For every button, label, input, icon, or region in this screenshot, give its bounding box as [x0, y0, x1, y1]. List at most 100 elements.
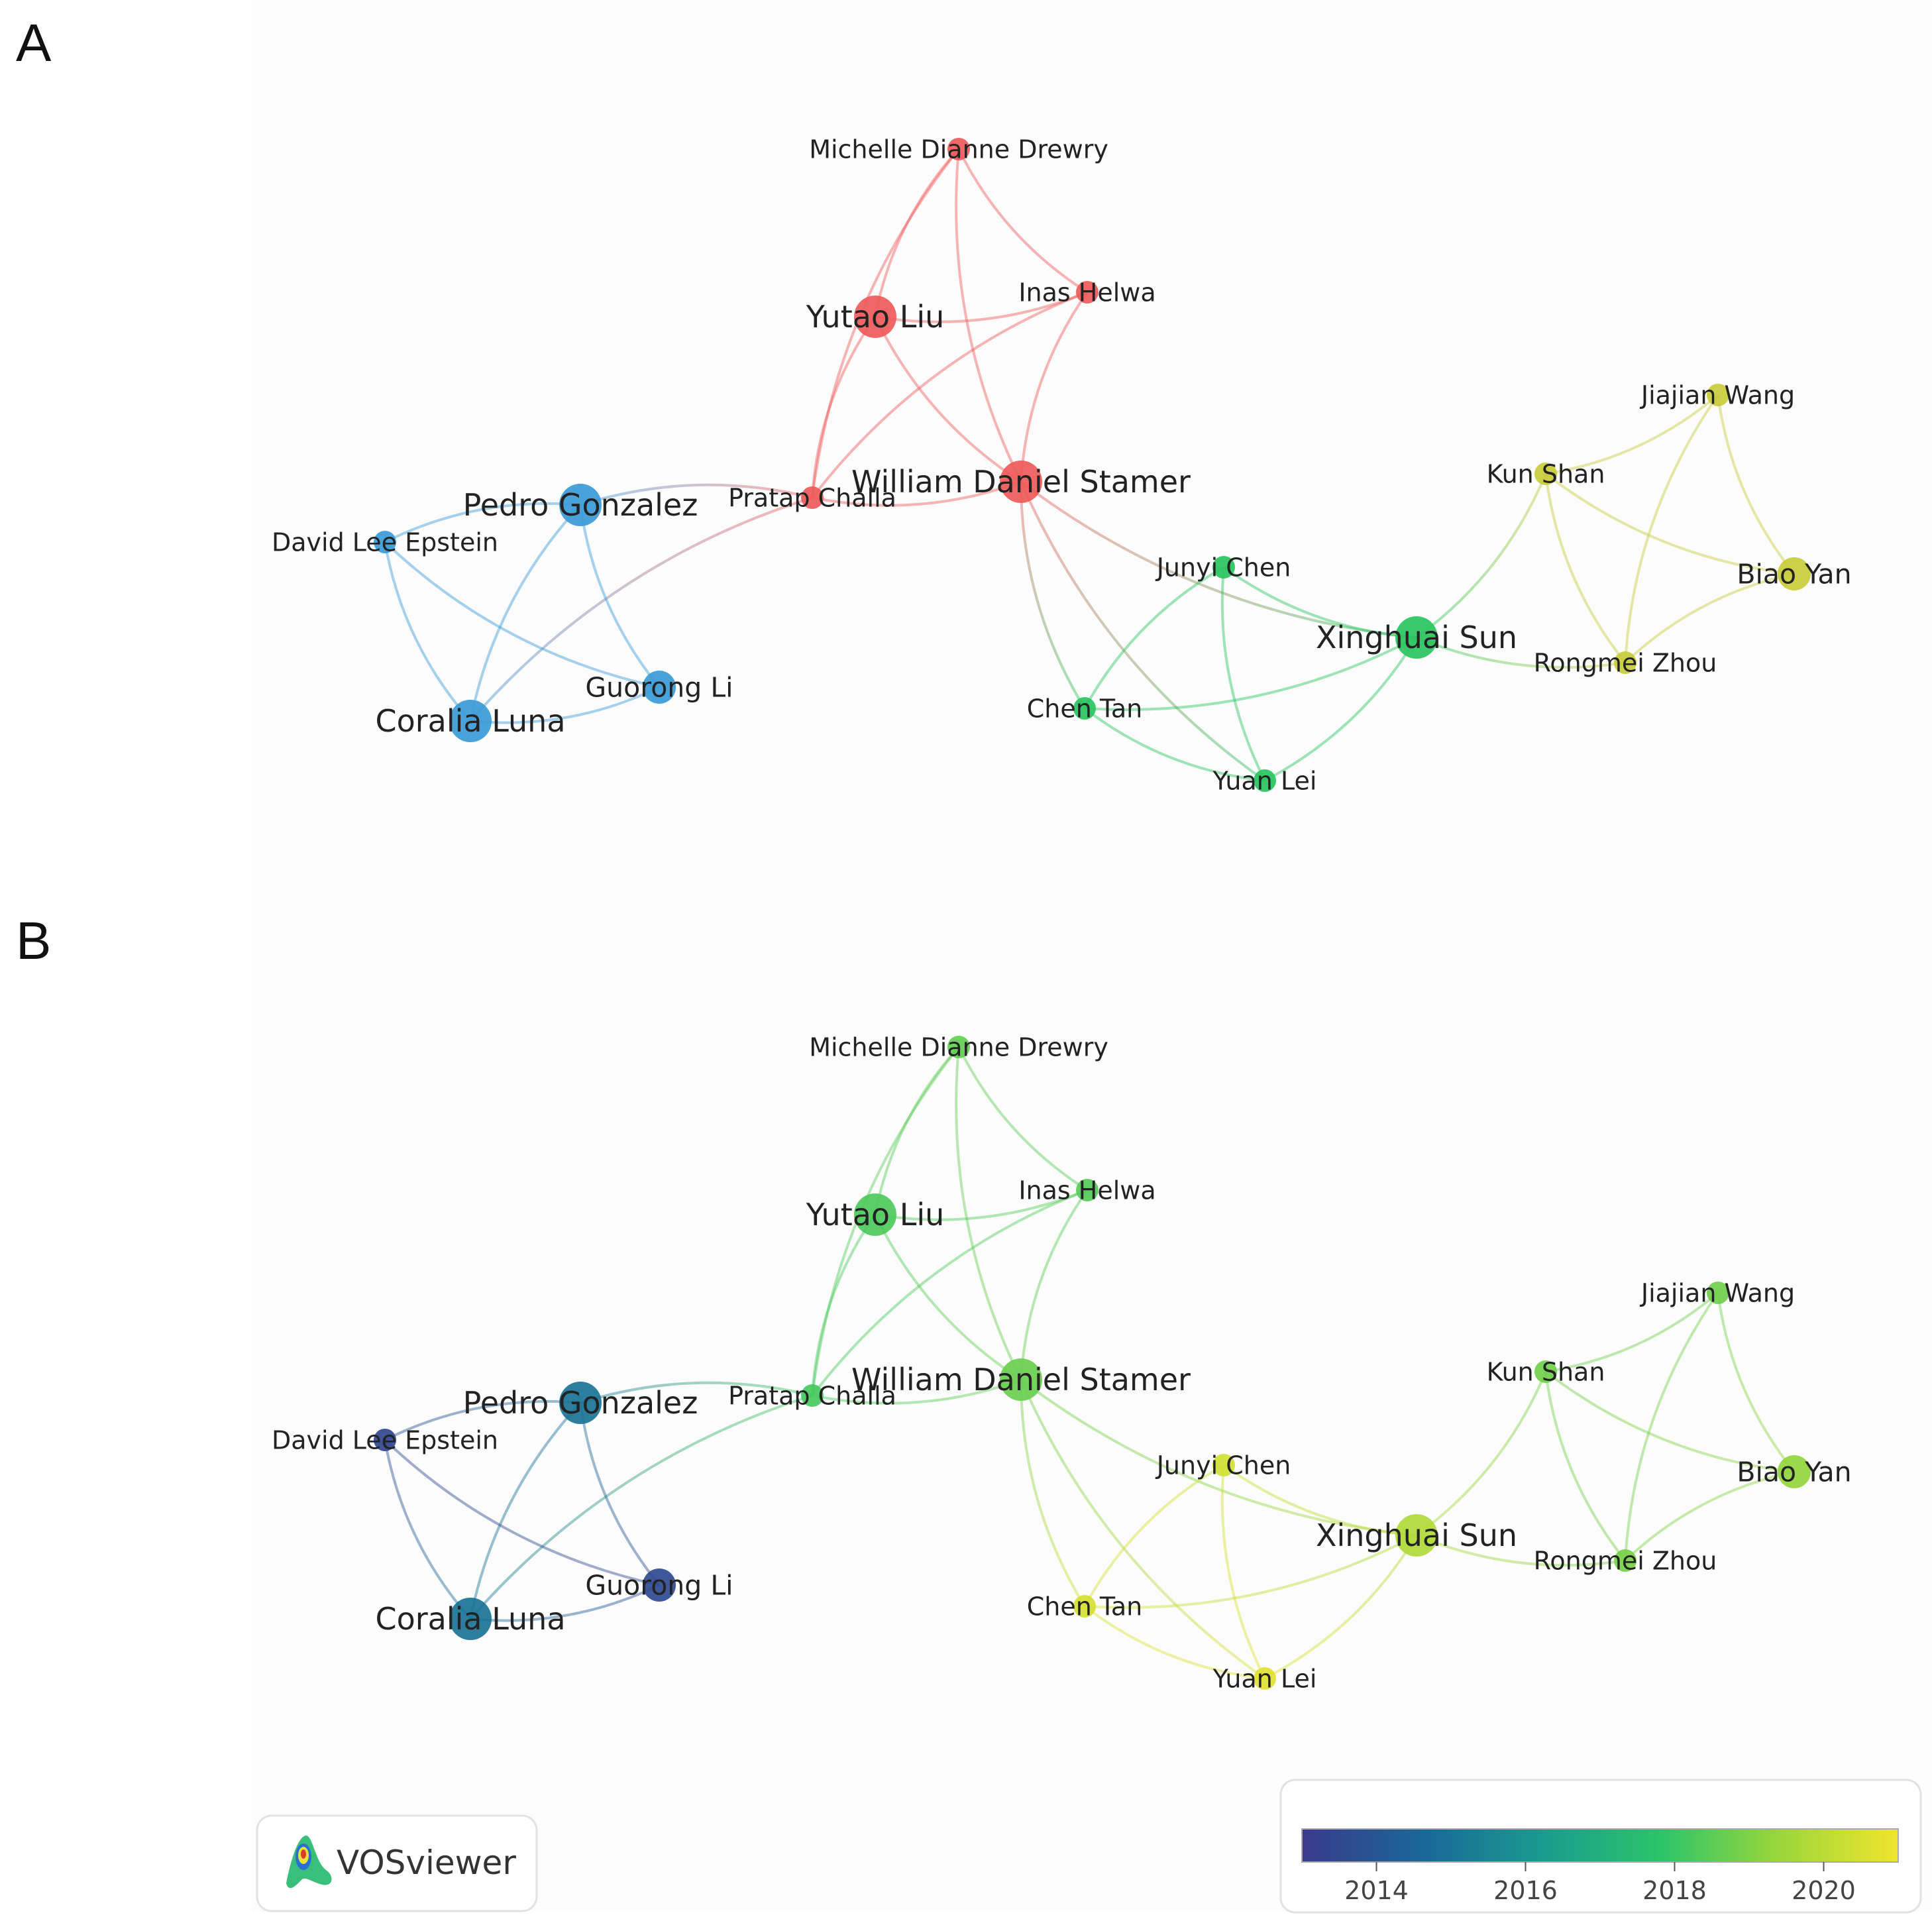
edge-david-coralia	[384, 541, 472, 722]
node-david[interactable]	[374, 1429, 396, 1451]
node-junyi[interactable]	[1212, 1454, 1235, 1476]
edge-pedro-david	[384, 1400, 581, 1441]
node-label-chentan: Chen Tan	[1027, 694, 1142, 723]
edge-jiajian-biaoyan	[1717, 1292, 1796, 1473]
edge-chentan-yuanlei	[1083, 1605, 1265, 1680]
node-inas[interactable]	[1076, 1179, 1099, 1201]
node-label-junyi: Junyi Chen	[1155, 553, 1291, 582]
edge-yutao-pratap	[811, 1213, 877, 1396]
edge-william-chentan	[1020, 481, 1086, 710]
edge-coralia-guorong	[470, 1584, 660, 1622]
legend-tick-label: 2020	[1792, 1876, 1856, 1905]
edge-pratap-coralia	[469, 1394, 813, 1620]
node-label-pedro: Pedro Gonzalez	[463, 1385, 698, 1421]
node-label-yutao: Yutao Liu	[806, 299, 945, 335]
node-label-biaoyan: Biao Yan	[1737, 1456, 1851, 1488]
node-label-william: William Daniel Stamer	[851, 1362, 1191, 1398]
legend-tick-label: 2018	[1642, 1876, 1707, 1905]
node-yutao[interactable]	[854, 1193, 896, 1236]
node-biaoyan[interactable]	[1778, 1455, 1811, 1488]
node-pratap[interactable]	[801, 1384, 824, 1407]
node-xinghuai[interactable]	[1395, 1514, 1438, 1557]
edge-biaoyan-rongmei	[1624, 1470, 1795, 1562]
edge-pratap-pedro	[580, 483, 813, 506]
edge-david-guorong	[384, 1439, 660, 1586]
node-yuanlei[interactable]	[1254, 769, 1276, 792]
edges	[384, 148, 1796, 782]
node-guorong[interactable]	[643, 671, 676, 704]
node-david[interactable]	[374, 531, 396, 553]
node-label-guorong: Guorong Li	[585, 1569, 733, 1601]
legend-tick-label: 2014	[1344, 1876, 1409, 1905]
node-michelle[interactable]	[947, 138, 970, 160]
vosviewer-watermark: VOSviewer	[256, 1814, 538, 1912]
node-label-kunshan: Kun Shan	[1487, 1357, 1605, 1386]
node-label-yuanlei: Yuan Lei	[1212, 1664, 1317, 1693]
vosviewer-logo-icon	[286, 1836, 332, 1889]
edge-junyi-xinghuai	[1222, 1464, 1417, 1537]
node-coralia[interactable]	[449, 700, 492, 742]
node-label-guorong: Guorong Li	[585, 671, 733, 703]
edge-david-coralia	[384, 1439, 472, 1620]
node-junyi[interactable]	[1212, 556, 1235, 578]
node-label-coralia: Coralia Luna	[375, 703, 565, 739]
node-chentan[interactable]	[1073, 1595, 1096, 1618]
node-xinghuai[interactable]	[1395, 616, 1438, 659]
edge-junyi-xinghuai	[1222, 566, 1417, 639]
edge-junyi-yuanlei	[1220, 1464, 1266, 1679]
node-yutao[interactable]	[854, 296, 896, 338]
edge-william-chentan	[1020, 1379, 1086, 1608]
edge-pedro-guorong	[579, 1402, 661, 1586]
node-kunshan[interactable]	[1534, 463, 1557, 485]
edge-yutao-pratap	[811, 315, 877, 498]
node-guorong[interactable]	[643, 1568, 676, 1602]
node-pratap[interactable]	[801, 486, 824, 509]
edge-yuanlei-xinghuai	[1264, 1534, 1418, 1680]
edge-inas-pratap	[811, 291, 1088, 499]
node-coralia[interactable]	[449, 1598, 492, 1640]
node-chentan[interactable]	[1073, 697, 1096, 720]
node-rongmei[interactable]	[1614, 1549, 1637, 1572]
node-jiajian[interactable]	[1707, 384, 1729, 406]
edge-yutao-william	[874, 1214, 1022, 1381]
node-inas[interactable]	[1076, 281, 1099, 303]
edge-kunshan-jiajian	[1545, 394, 1719, 475]
node-label-inas: Inas Helwa	[1018, 1176, 1155, 1205]
node-rongmei[interactable]	[1614, 651, 1637, 674]
node-kunshan[interactable]	[1534, 1360, 1557, 1383]
vosviewer-label: VOSviewer	[337, 1843, 516, 1882]
node-jiajian[interactable]	[1707, 1282, 1729, 1304]
edge-kunshan-biaoyan	[1544, 472, 1795, 575]
node-label-pratap: Pratap Challa	[728, 1381, 896, 1410]
edge-pedro-david	[384, 502, 581, 543]
node-label-rongmei: Rongmei Zhou	[1534, 648, 1717, 677]
edges	[384, 1046, 1796, 1680]
node-label-rongmei: Rongmei Zhou	[1534, 1546, 1717, 1575]
edge-pratap-william	[812, 1378, 1022, 1405]
edge-pedro-coralia	[469, 1401, 582, 1620]
edge-biaoyan-rongmei	[1624, 573, 1795, 664]
node-biaoyan[interactable]	[1778, 557, 1811, 590]
node-william[interactable]	[1000, 1358, 1042, 1401]
node-label-michelle: Michelle Dianne Drewry	[809, 135, 1108, 164]
node-pedro[interactable]	[559, 484, 602, 526]
node-label-inas: Inas Helwa	[1018, 278, 1155, 307]
edge-xinghuai-kunshan	[1415, 1371, 1547, 1537]
node-yuanlei[interactable]	[1254, 1667, 1276, 1690]
node-michelle[interactable]	[947, 1036, 970, 1058]
edge-xinghuai-kunshan	[1415, 473, 1547, 639]
node-label-jiajian: Jiajian Wang	[1640, 380, 1795, 410]
node-label-xinghuai: Xinghuai Sun	[1316, 620, 1517, 655]
edge-inas-william	[1020, 291, 1089, 482]
edge-jiajian-biaoyan	[1717, 394, 1796, 575]
edge-pratap-pedro	[580, 1381, 813, 1404]
node-pedro[interactable]	[559, 1382, 602, 1424]
node-label-david: David Lee Epstein	[272, 527, 498, 557]
node-william[interactable]	[1000, 461, 1042, 503]
edge-michelle-inas	[957, 1046, 1089, 1191]
node-label-junyi: Junyi Chen	[1155, 1451, 1291, 1480]
